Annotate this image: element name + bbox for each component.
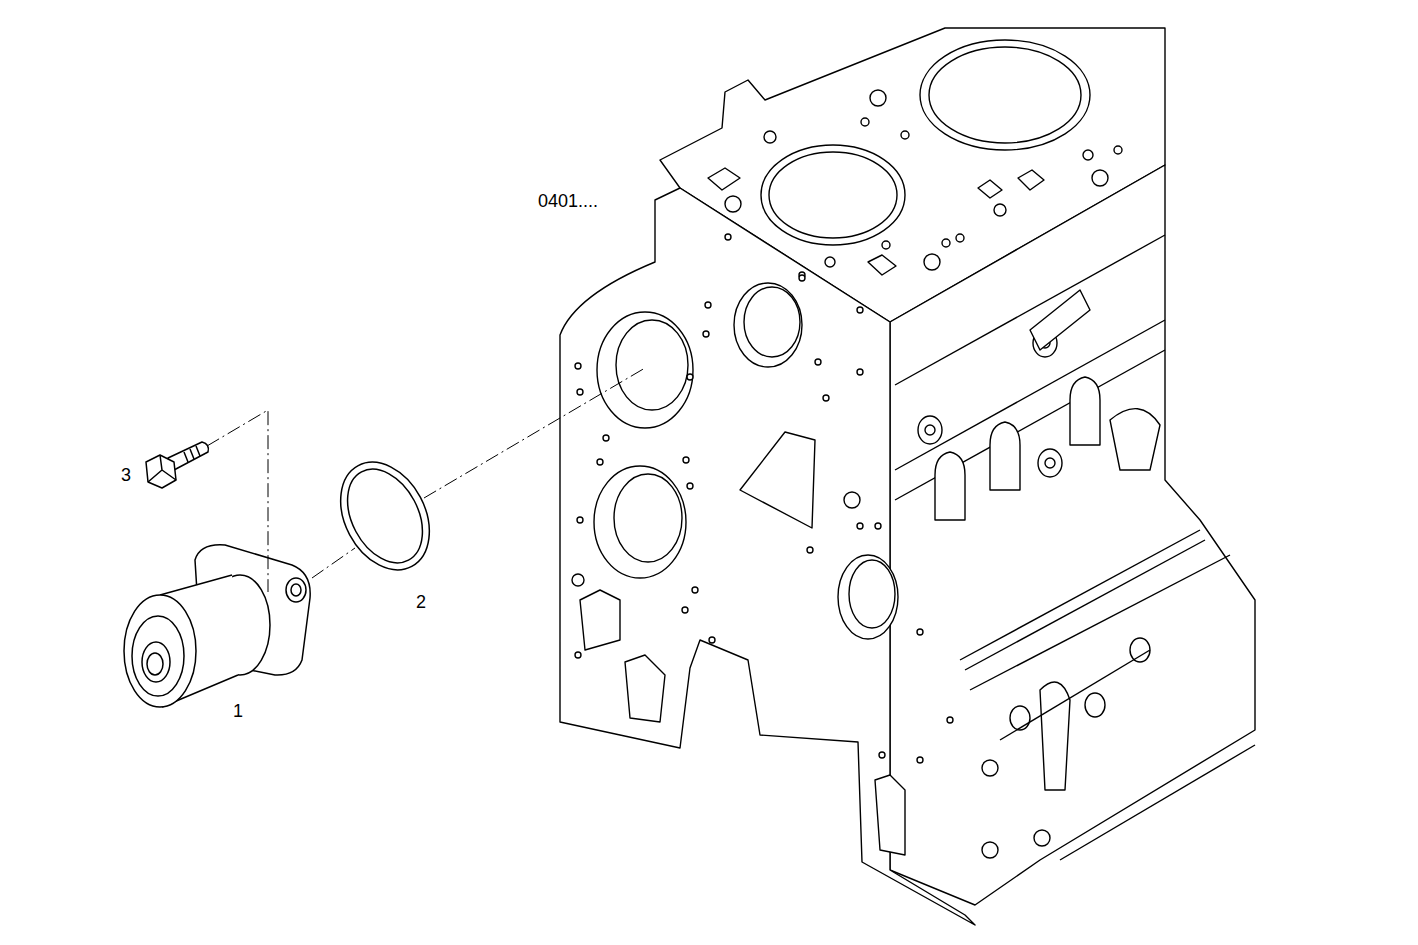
callout-number: 1 (233, 702, 243, 722)
water-pump (124, 545, 310, 707)
o-ring (323, 447, 447, 585)
bolt (146, 442, 208, 488)
callout-number: 3 (121, 466, 131, 486)
reference-number: 0401.... (538, 192, 598, 212)
callout-number: 2 (416, 593, 426, 613)
assembly-line (207, 368, 645, 592)
block-front-face (560, 188, 975, 925)
block-side-face (890, 165, 1255, 905)
